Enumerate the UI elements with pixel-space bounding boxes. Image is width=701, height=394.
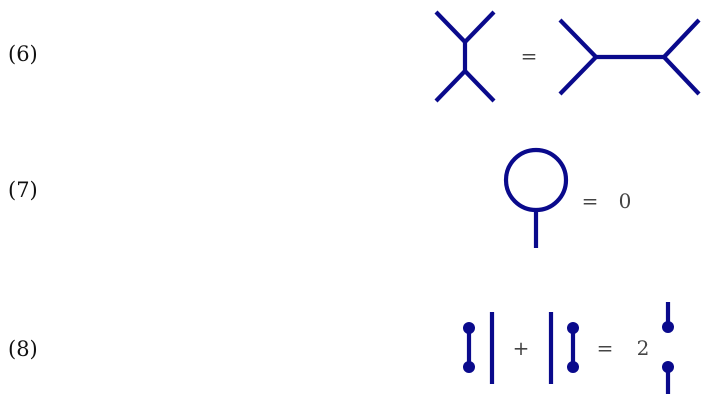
equation-8-diagrams: + = 2 [463,302,674,394]
equals-sign: = [597,336,614,360]
broken-line-term [662,302,674,394]
equation-label-7: (7) [8,178,38,202]
equation-6-diagrams: = [434,10,701,103]
equation-label-8: (8) [8,337,38,361]
equals-sign: = [582,189,599,213]
vertical-edge-diagram [434,10,496,103]
coefficient-two: 2 [637,336,650,360]
zero-value: 0 [619,189,632,213]
equation-7-diagrams: = 0 [503,147,632,248]
right-dumbbell-term [548,312,579,384]
left-dumbbell-term [463,312,495,384]
tadpole-loop-diagram [503,147,569,248]
equation-label-6: (6) [8,42,38,66]
equals-sign: = [521,44,538,68]
horizontal-edge-diagram [558,18,701,96]
plus-sign: + [513,336,530,360]
